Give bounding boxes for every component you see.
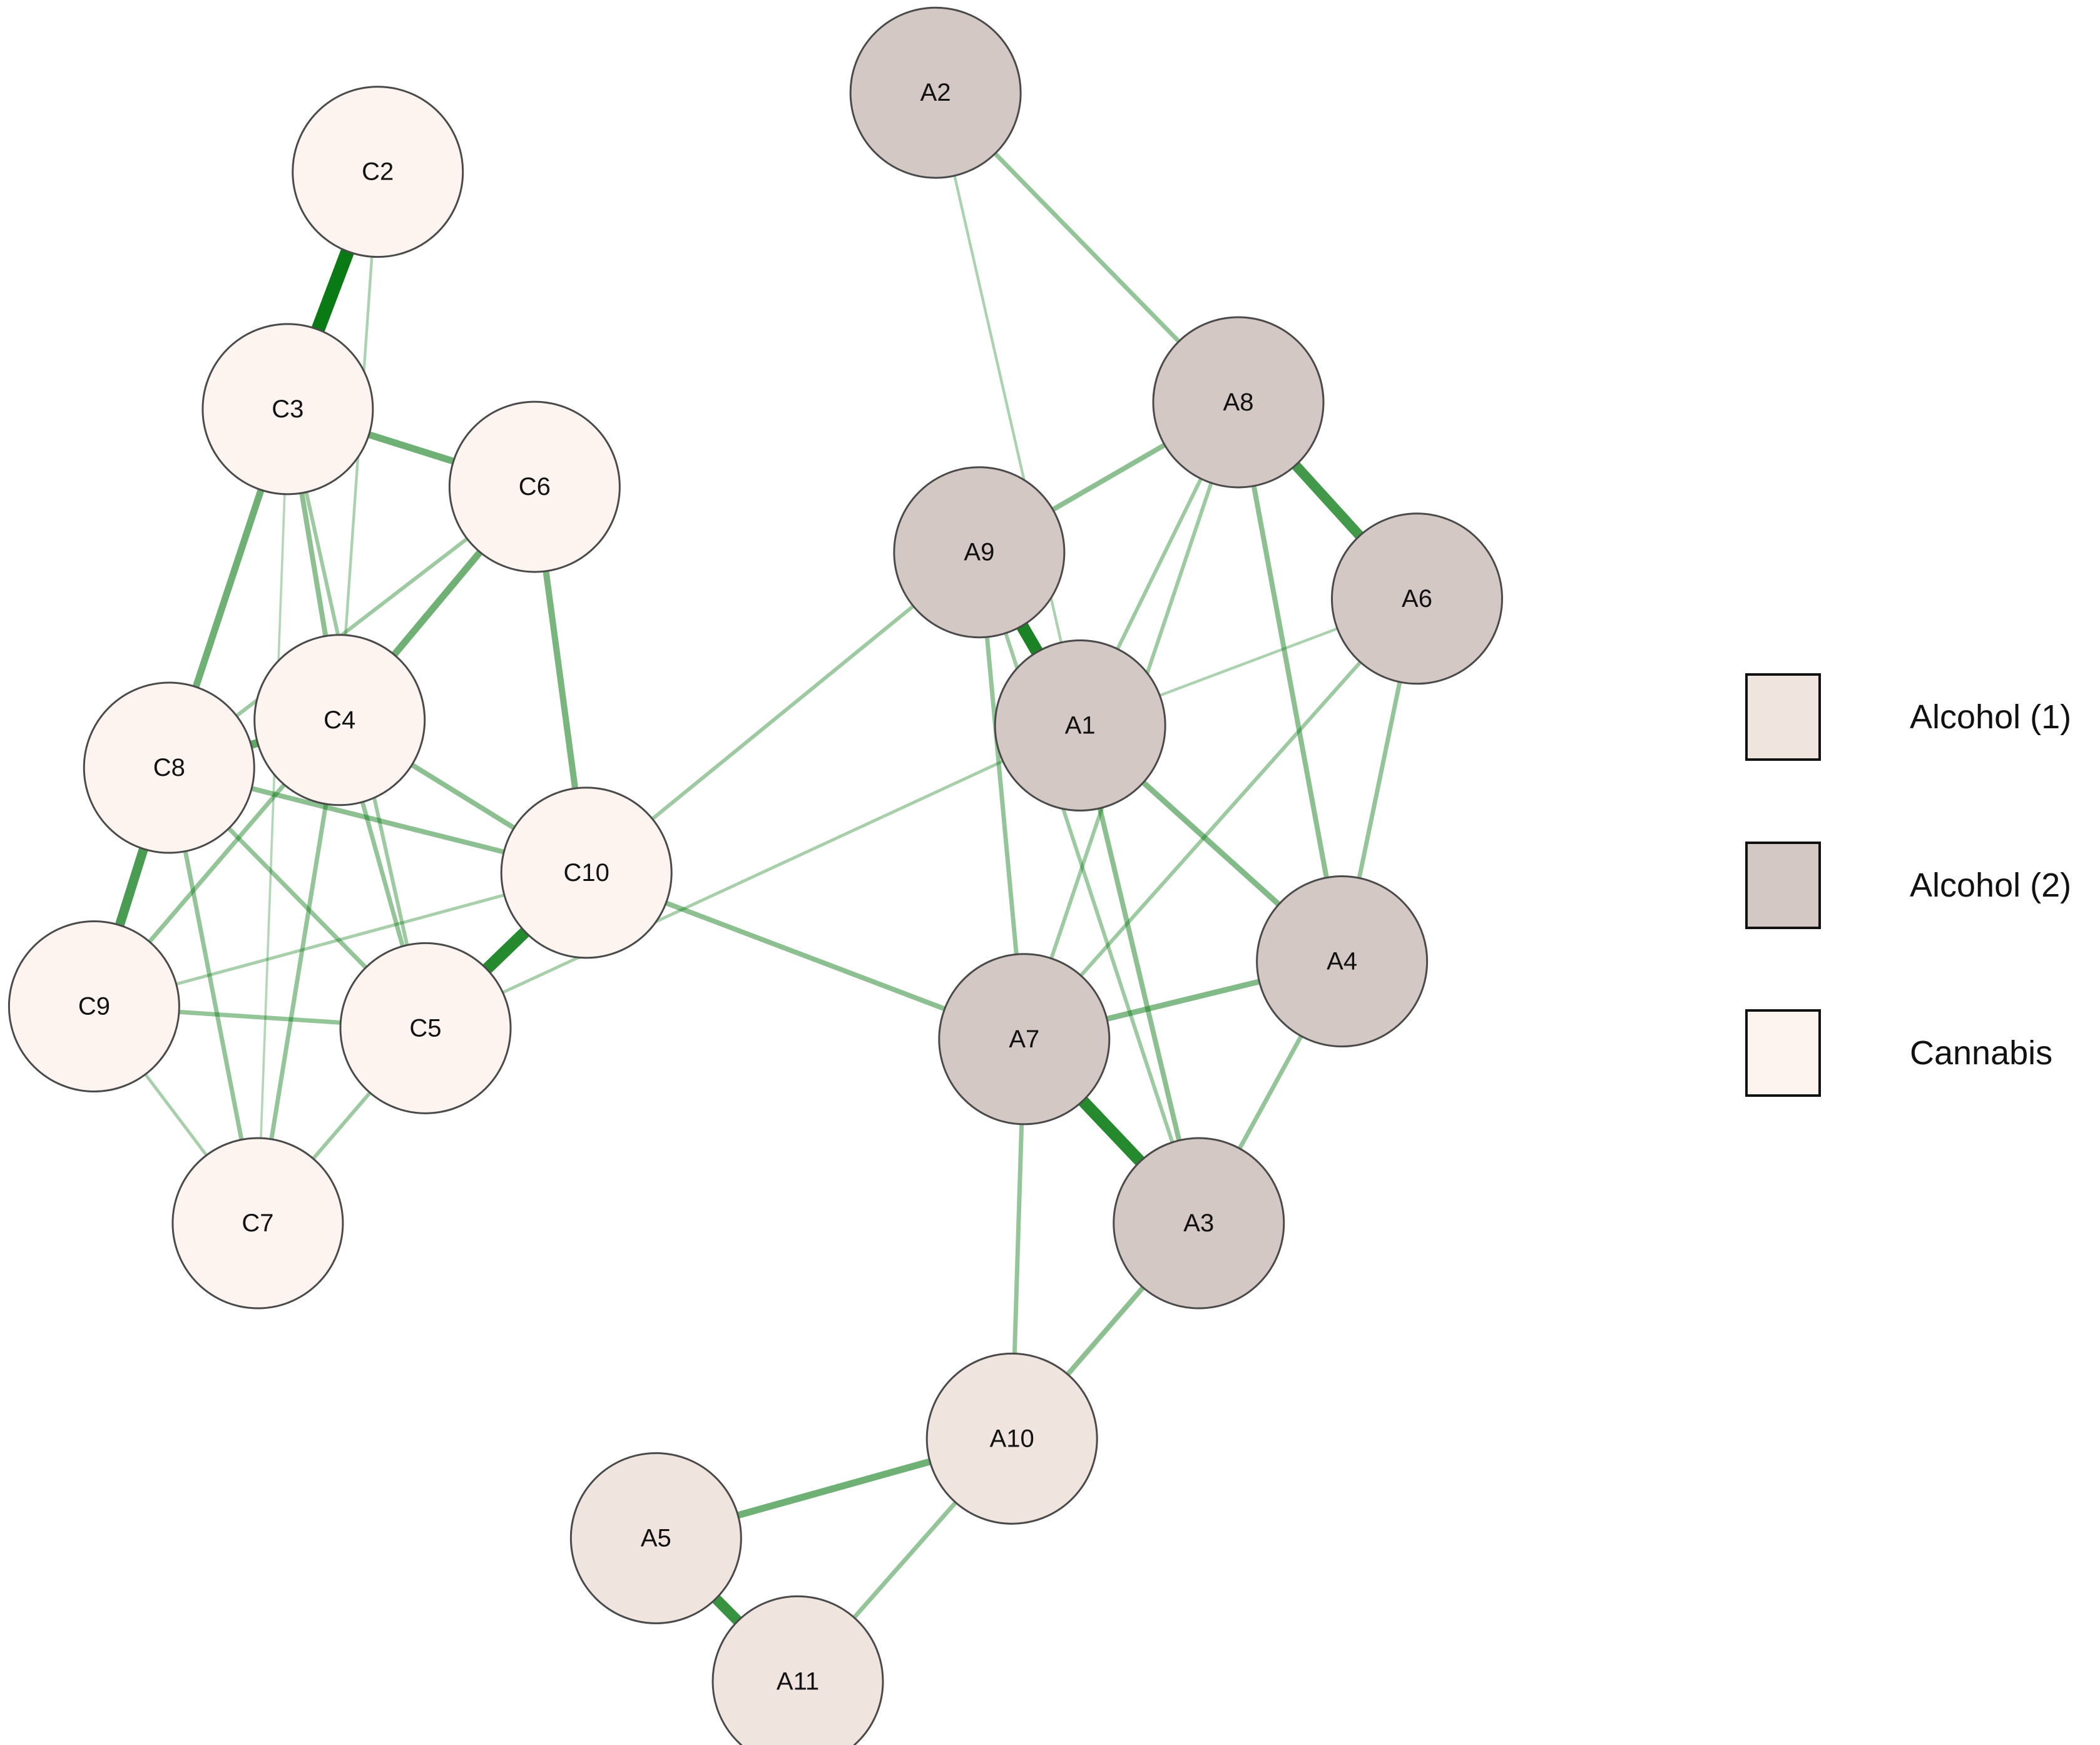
legend-label-cannabis: Cannabis (1910, 1034, 2052, 1072)
node-C7[interactable]: C7 (171, 1137, 344, 1310)
node-C8[interactable]: C8 (83, 681, 255, 854)
edge-A9-A3 (977, 550, 1201, 1226)
node-circle-A11 (711, 1595, 884, 1745)
node-label-A8: A8 (1223, 389, 1254, 416)
node-circle-C4 (253, 634, 426, 806)
node-circle-C5 (339, 942, 512, 1114)
legend-label-alcohol2: Alcohol (2) (1910, 867, 2071, 904)
node-circle-A1 (994, 639, 1166, 811)
node-circle-A6 (1331, 512, 1504, 685)
legend-swatch-cannabis (1745, 1009, 1821, 1097)
node-label-A3: A3 (1183, 1209, 1214, 1237)
node-label-A10: A10 (990, 1425, 1034, 1452)
legend-item-alcohol2: Alcohol (2) (1745, 842, 2071, 929)
legend: Alcohol (1) Alcohol (2) Cannabis (1745, 673, 2071, 1097)
node-A1[interactable]: A1 (994, 639, 1166, 811)
node-C3[interactable]: C3 (201, 323, 374, 496)
node-label-A2: A2 (920, 79, 951, 106)
legend-swatch-alcohol2 (1745, 842, 1821, 929)
node-circle-C3 (201, 323, 374, 496)
node-label-C6: C6 (519, 473, 551, 501)
node-A6[interactable]: A6 (1331, 512, 1504, 685)
node-label-A11: A11 (777, 1667, 819, 1695)
node-A11[interactable]: A11 (711, 1595, 884, 1745)
node-circle-A8 (1152, 316, 1325, 489)
node-A4[interactable]: A4 (1256, 875, 1429, 1048)
node-circle-A4 (1256, 875, 1429, 1048)
node-circle-C6 (448, 400, 621, 573)
node-label-C4: C4 (324, 706, 355, 734)
edge-C3-C7 (257, 408, 289, 1224)
node-A7[interactable]: A7 (938, 953, 1111, 1126)
node-label-C3: C3 (272, 395, 303, 423)
node-circle-C10 (500, 786, 673, 959)
node-C9[interactable]: C9 (8, 920, 180, 1092)
legend-item-alcohol1: Alcohol (1) (1745, 673, 2071, 761)
node-label-C9: C9 (78, 992, 110, 1020)
node-C10[interactable]: C10 (500, 786, 673, 959)
node-C5[interactable]: C5 (339, 942, 512, 1114)
node-label-A6: A6 (1402, 585, 1432, 613)
node-C6[interactable]: C6 (448, 400, 621, 573)
legend-label-alcohol1: Alcohol (1) (1910, 698, 2071, 736)
edge-A6-A7 (1022, 596, 1419, 1041)
node-label-C10: C10 (563, 859, 609, 887)
node-circle-C8 (83, 681, 255, 854)
edge-A2-A1 (934, 91, 1082, 727)
node-circle-A9 (893, 466, 1066, 639)
node-circle-C7 (171, 1137, 344, 1310)
node-C2[interactable]: C2 (292, 86, 464, 258)
node-label-A5: A5 (641, 1524, 671, 1552)
node-A8[interactable]: A8 (1152, 316, 1325, 489)
node-label-C7: C7 (242, 1209, 273, 1237)
node-A10[interactable]: A10 (925, 1352, 1098, 1525)
node-A3[interactable]: A3 (1113, 1137, 1285, 1310)
edge-A8-A4 (1235, 399, 1345, 964)
node-label-C5: C5 (409, 1014, 441, 1042)
node-label-A4: A4 (1327, 948, 1357, 975)
node-label-A7: A7 (1009, 1025, 1039, 1053)
node-A9[interactable]: A9 (893, 466, 1066, 639)
node-label-C8: C8 (153, 754, 185, 781)
node-circle-A2 (849, 6, 1022, 179)
node-label-A9: A9 (964, 539, 994, 566)
node-label-A1: A1 (1065, 711, 1096, 739)
node-label-C2: C2 (362, 158, 394, 186)
node-A2[interactable]: A2 (849, 6, 1022, 179)
node-circle-A5 (569, 1452, 742, 1624)
node-C4[interactable]: C4 (253, 634, 426, 806)
node-circle-A10 (925, 1352, 1098, 1525)
node-circle-A7 (938, 953, 1111, 1126)
legend-item-cannabis: Cannabis (1745, 1009, 2052, 1097)
node-circle-C2 (292, 86, 464, 258)
legend-swatch-alcohol1 (1745, 673, 1821, 761)
node-A5[interactable]: A5 (569, 1452, 742, 1624)
node-circle-A3 (1113, 1137, 1285, 1310)
edge-C5-A1 (424, 723, 1082, 1030)
node-circle-C9 (8, 920, 180, 1092)
